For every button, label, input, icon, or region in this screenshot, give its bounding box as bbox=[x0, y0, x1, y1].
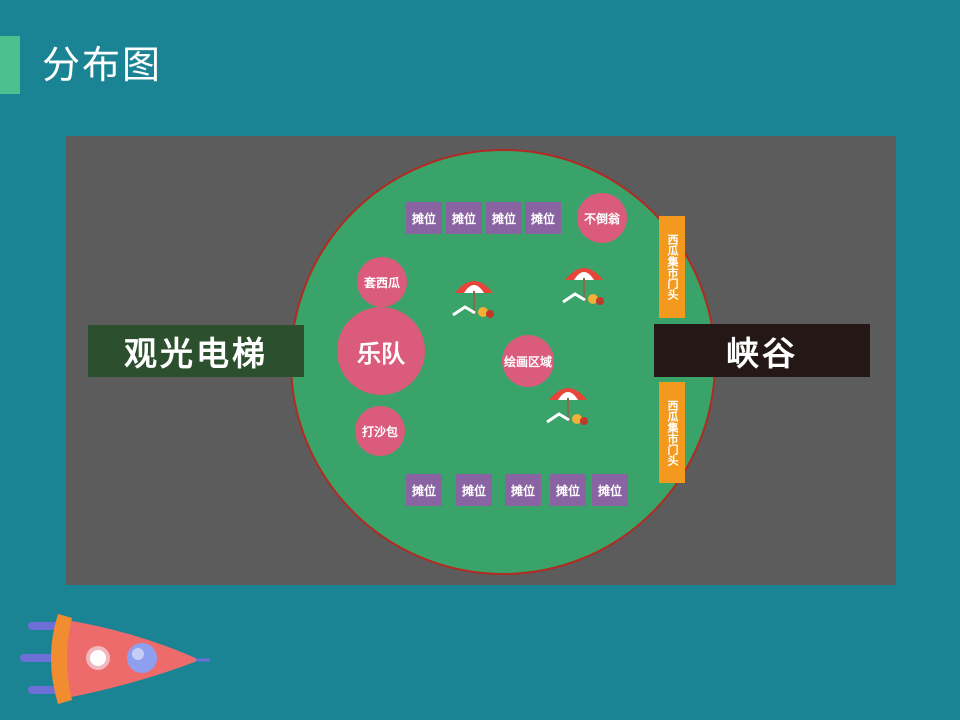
gate-label: 西瓜集市门头 bbox=[666, 399, 679, 466]
gate-watermelon-market-bottom: 西瓜集市门头 bbox=[659, 382, 685, 483]
sign-sightseeing-elevator: 观光电梯 bbox=[88, 325, 304, 377]
title-accent-bar bbox=[0, 36, 20, 94]
circle-melon-toss: 套西瓜 bbox=[357, 257, 407, 307]
circle-band: 乐队 bbox=[337, 307, 425, 395]
rocket-icon bbox=[20, 614, 210, 704]
stall-top-4: 摊位 bbox=[525, 202, 561, 234]
stall-bottom-1: 摊位 bbox=[406, 474, 442, 506]
layout-map: 观光电梯 峡谷 摊位 摊位 摊位 摊位 摊位 摊位 摊位 摊位 摊位 乐队 套西… bbox=[66, 136, 896, 585]
circle-punching-bag: 打沙包 bbox=[355, 406, 405, 456]
stall-bottom-3: 摊位 bbox=[505, 474, 541, 506]
beach-umbrella-icon bbox=[546, 388, 588, 425]
beach-umbrella-icon bbox=[562, 268, 604, 305]
page-title: 分布图 bbox=[42, 43, 163, 87]
stall-bottom-4: 摊位 bbox=[550, 474, 586, 506]
circle-painting-area: 绘画区域 bbox=[502, 335, 554, 387]
stall-top-2: 摊位 bbox=[446, 202, 482, 234]
gate-watermelon-market-top: 西瓜集市门头 bbox=[659, 216, 685, 318]
gate-label: 西瓜集市门头 bbox=[666, 234, 679, 300]
stall-top-1: 摊位 bbox=[406, 202, 442, 234]
stall-bottom-5: 摊位 bbox=[592, 474, 628, 506]
stall-top-3: 摊位 bbox=[486, 202, 522, 234]
sign-canyon: 峡谷 bbox=[654, 324, 870, 377]
stall-bottom-2: 摊位 bbox=[456, 474, 492, 506]
circle-roly-poly: 不倒翁 bbox=[577, 193, 627, 243]
beach-umbrella-icon bbox=[452, 281, 494, 318]
